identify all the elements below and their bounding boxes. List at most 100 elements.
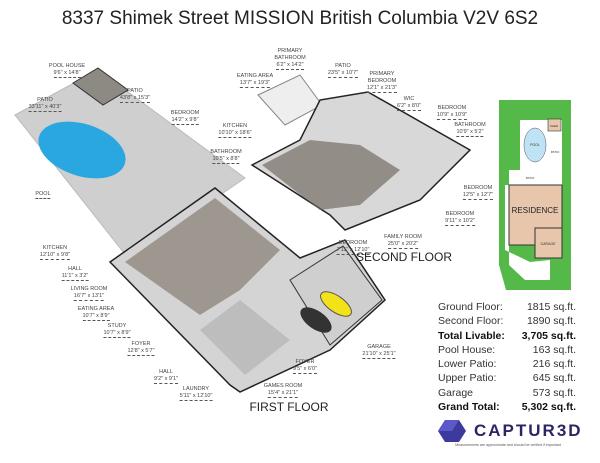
site-label-shed: SHED (550, 124, 559, 128)
room-name: BATHROOM (454, 122, 486, 128)
stat-value: 3,705 sq.ft. (521, 329, 576, 342)
site-patio (509, 170, 562, 185)
room-name: GAMES ROOM (263, 383, 303, 389)
room-dimensions: 10'10" x 18'6" (218, 130, 252, 138)
stat-row-total-livable: Total Livable: 3,705 sq.ft. (438, 329, 576, 343)
stat-label: Upper Patio: (438, 372, 497, 385)
stat-row: Pool House: 163 sq.ft. (438, 343, 576, 357)
room-name: LIVING ROOM (70, 286, 108, 292)
room-dimensions: 10'5" x 8'8" (212, 156, 240, 164)
site-garage (534, 227, 563, 259)
room-dimensions: 23'5" x 10'7" (327, 70, 359, 78)
second-floor-interior (262, 140, 400, 210)
black-car (300, 307, 332, 333)
room-dimensions: 9'11" x 10'2" (445, 218, 475, 226)
room-dimensions: 12'10" x 9'8" (39, 252, 71, 260)
first-floor-interior (125, 198, 280, 315)
room-name: FOYER (131, 341, 151, 347)
stat-label: Pool House: (438, 343, 496, 356)
room-name: BEDROOM (338, 240, 368, 246)
pool-house (72, 67, 129, 106)
stat-label: Second Floor: (438, 315, 504, 328)
room-dimensions: 10'7" x 8'9" (82, 313, 110, 321)
room-name: HALL (68, 266, 82, 272)
site-label-residence: RESIDENCE (512, 206, 559, 215)
room-dimensions: 10'9" x 10'9" (436, 112, 468, 120)
room-dimensions: 12'5" x 12'7" (462, 192, 494, 200)
area-summary: Ground Floor:1815 sq.ft. Second Floor: 18… (438, 300, 576, 414)
stat-label: Grand Total: (438, 401, 500, 414)
room-dimensions: 21'10" x 25'1" (362, 351, 396, 359)
stat-row: Upper Patio:645 sq.ft. (438, 371, 576, 385)
stat-value: 1890 sq.ft. (526, 315, 576, 328)
room-dimensions: 33'11" x 40'3" (28, 104, 62, 112)
room-dimensions: 12'8" x 5'7" (127, 348, 155, 356)
stat-value: 163 sq.ft. (532, 343, 576, 356)
room-name: STUDY (107, 323, 127, 329)
stat-row: Second Floor: 1890 sq.ft. (438, 314, 576, 328)
room-name: GARAGE (367, 344, 391, 350)
room-name: HALL (159, 369, 173, 375)
stat-row: Ground Floor:1815 sq.ft. (438, 300, 576, 314)
room-label-pool: POOL (35, 191, 51, 199)
shed (547, 118, 562, 132)
site-pool-shape (523, 127, 547, 163)
room-dimensions: 10'7" x 8'9" (103, 330, 131, 338)
room-name: PATIO (335, 63, 351, 69)
room-name: PATIO (37, 97, 53, 103)
room-name: FOYER (295, 359, 315, 365)
room-name: POOL HOUSE (48, 63, 86, 69)
room-name: LAUNDRY (182, 386, 210, 392)
room-name: BEDROOM (463, 185, 493, 191)
stat-label: Total Livable: (438, 329, 505, 342)
stat-label: Ground Floor: (438, 301, 503, 313)
room-dimensions: 11'1" x 3'2" (61, 273, 89, 281)
cube-logo-icon (438, 420, 466, 442)
site-label-patio: PATIO (526, 176, 535, 180)
yellow-car (320, 291, 352, 317)
room-dimensions: 10'9" x 5'2" (456, 129, 484, 137)
room-name: BEDROOM (445, 211, 475, 217)
room-dimensions: 6'2" x 8'0" (396, 103, 422, 111)
room-name: BEDROOM (170, 110, 200, 116)
games-room-floor (200, 300, 290, 375)
stat-label: Lower Patio: (438, 358, 497, 371)
stat-value: 5,302 sq.ft. (521, 401, 576, 414)
room-name: PRIMARY BEDROOM (367, 71, 397, 84)
brand-logo: CAPTUR3D (438, 419, 583, 443)
room-dimensions: 14'2" x 9'8" (171, 117, 199, 125)
room-dimensions: 43'8" x 15'3" (119, 95, 151, 103)
room-dimensions: 15'4" x 21'1" (267, 390, 299, 398)
room-name: PATIO (127, 88, 143, 94)
room-dimensions: 9'2" x 9'1" (153, 376, 179, 384)
room-dimensions: 12'1" x 21'3" (366, 85, 398, 93)
room-name: BATHROOM (210, 149, 242, 155)
stat-value: 216 sq.ft. (532, 358, 576, 371)
room-dimensions: 9'5" x 6'0" (292, 366, 318, 374)
stat-label: Garage (438, 386, 474, 399)
room-dimensions: 16'7" x 13'1" (73, 293, 105, 301)
